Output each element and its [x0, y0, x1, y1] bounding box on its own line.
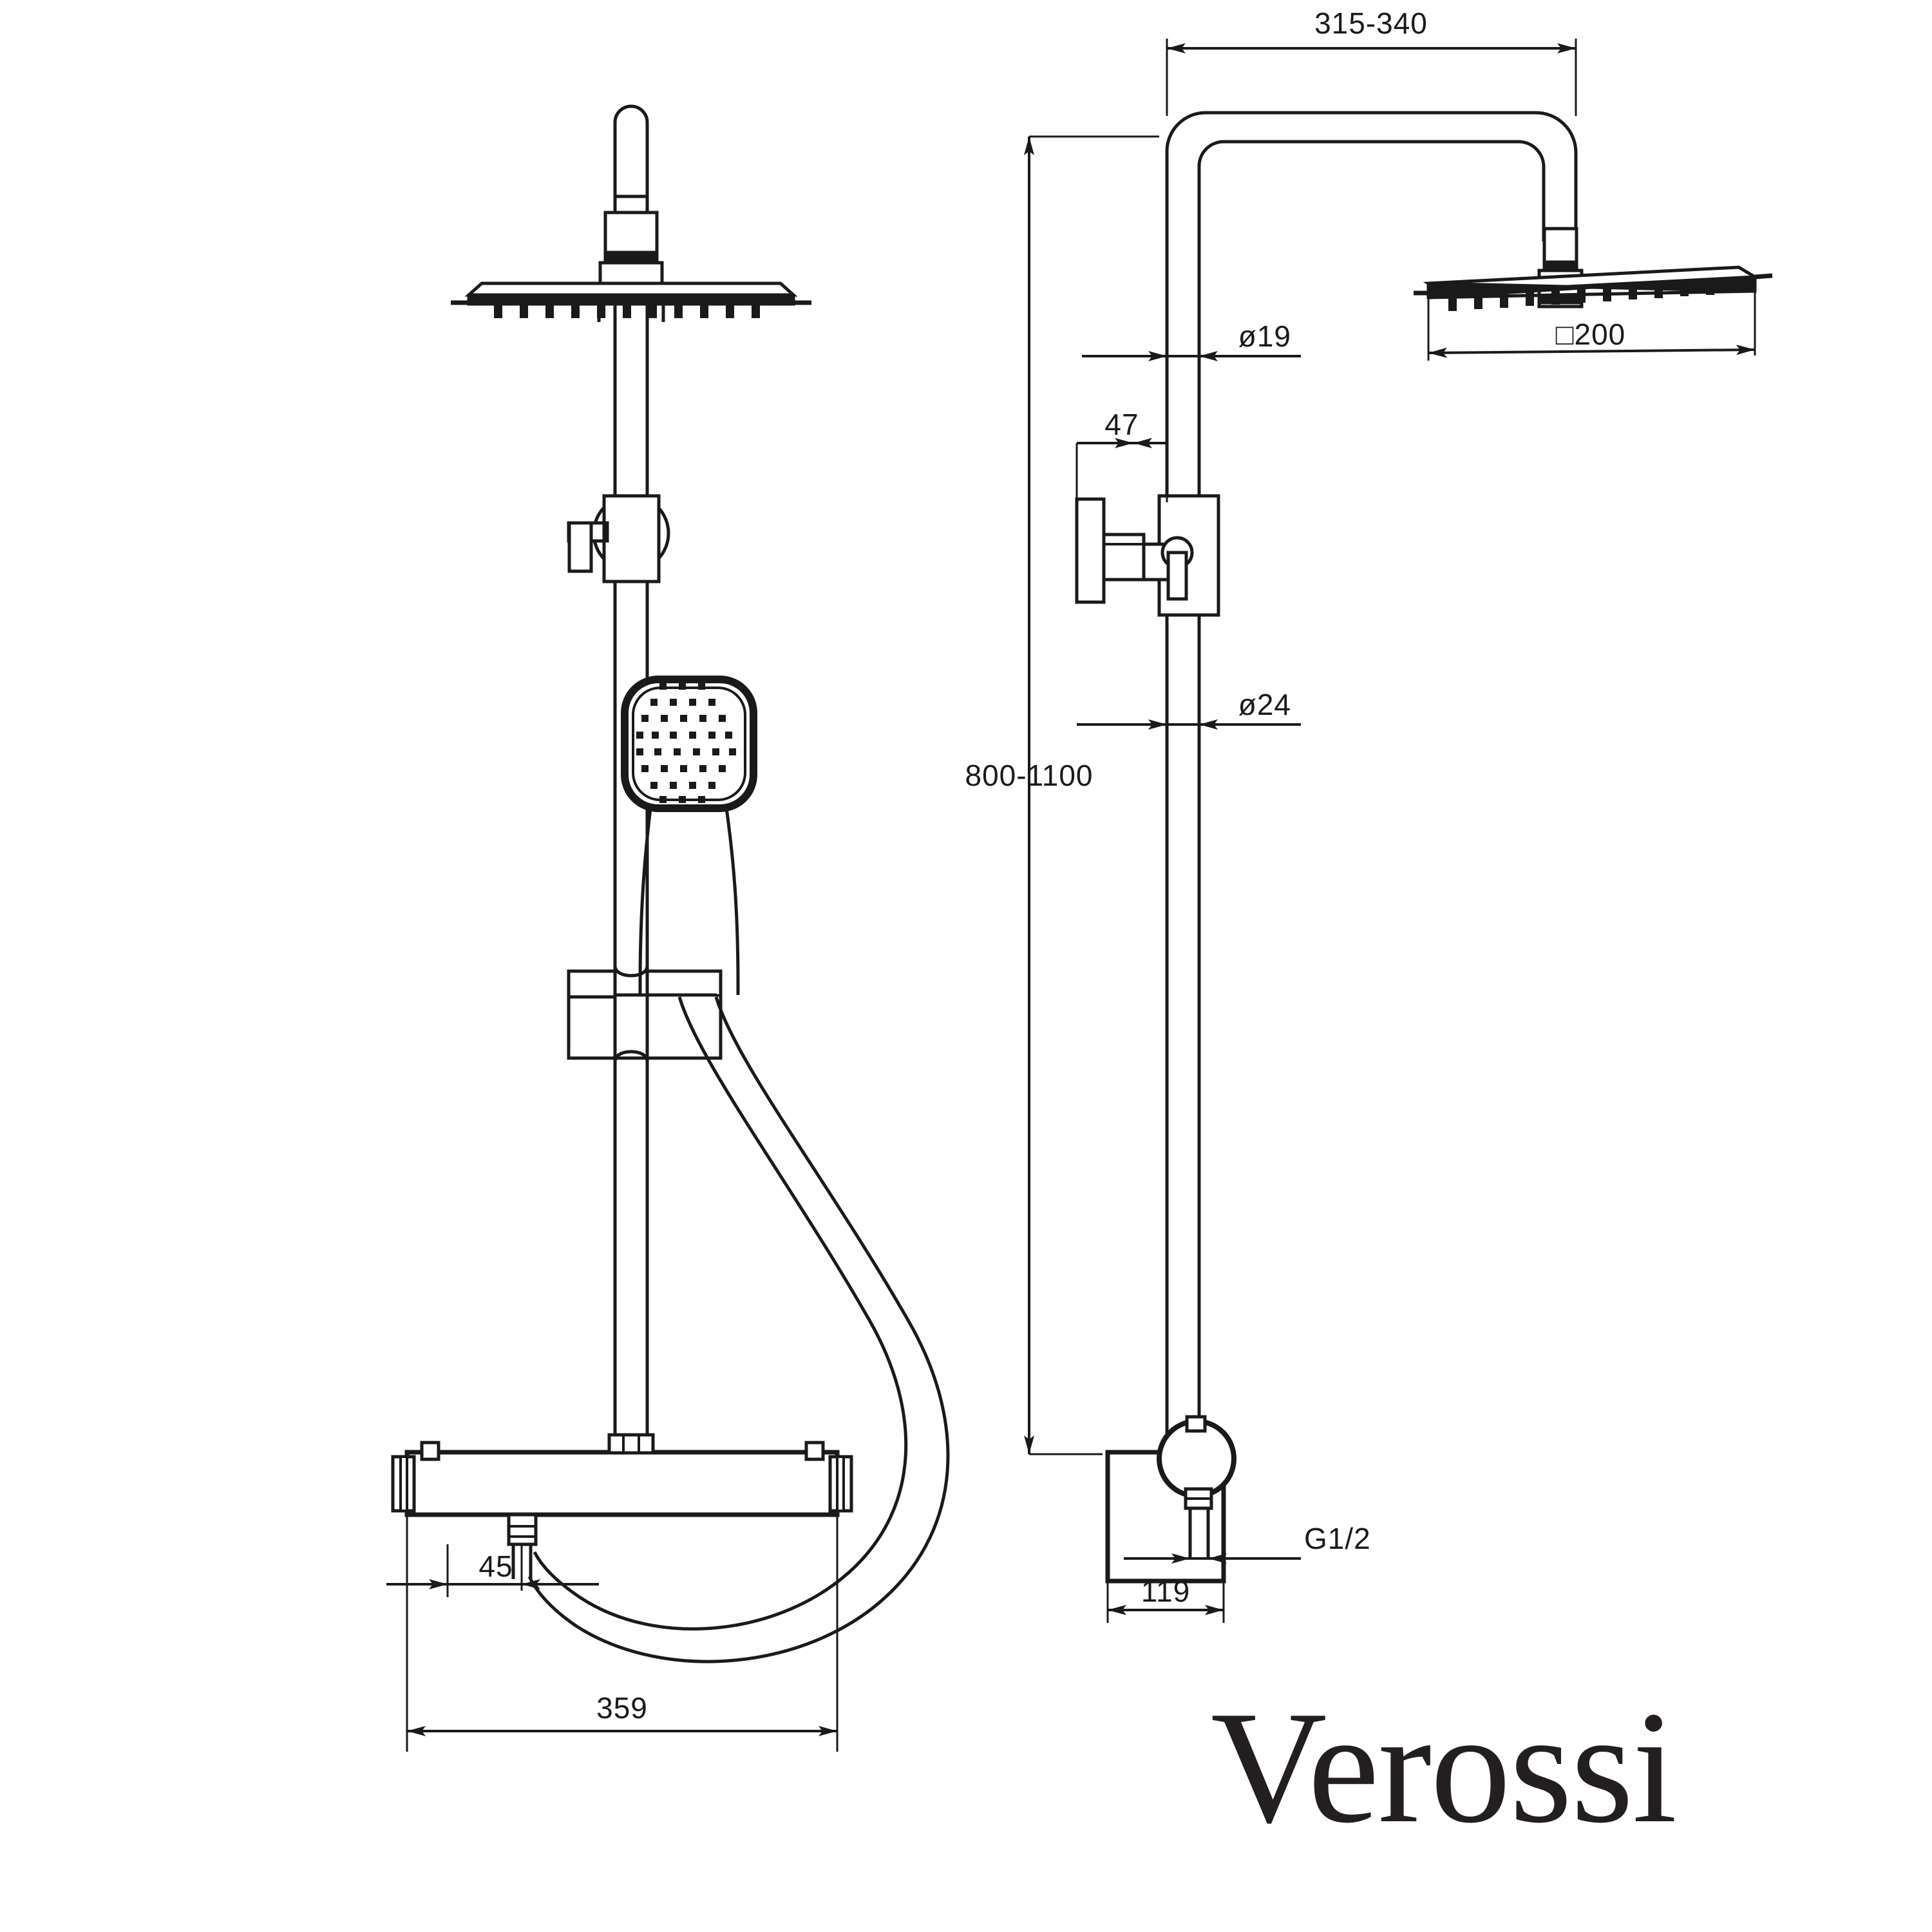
dim-outlet-thread: G1/2 — [1304, 1522, 1371, 1555]
shower-arm-stub — [613, 104, 649, 213]
riser-rail-slider-bracket — [567, 494, 670, 583]
dim-riser-pipe-dia: ø19 — [1238, 319, 1291, 353]
hand-shower-nozzles — [636, 683, 736, 803]
front-view-dimension-labels: 359 45 — [478, 1549, 647, 1725]
dim-lower-pipe-dia: ø24 — [1238, 688, 1291, 721]
side-view-dimension-lines — [1024, 39, 1756, 1623]
side-elevation-view: 315-340 800-1100 ø19 47 ø24 □200 G1/2 11… — [965, 6, 1773, 1623]
hand-shower — [621, 676, 757, 995]
thermostatic-valve-body-side — [1105, 1415, 1236, 1584]
shower-hose — [527, 996, 950, 1663]
dim-arm-reach: 315-340 — [1314, 6, 1428, 40]
dim-wall-bracket-projection: 47 — [1104, 408, 1139, 441]
gooseneck-shower-arm — [1165, 111, 1578, 303]
overhead-nozzle-row — [494, 304, 760, 318]
dim-head-square-size: □200 — [1556, 317, 1626, 351]
brand-logo: Verossi — [1211, 1678, 1677, 1857]
dim-valve-projection: 119 — [1141, 1575, 1190, 1608]
wall-bracket — [1075, 494, 1220, 617]
dim-overall-width: 359 — [596, 1691, 648, 1725]
front-elevation-view: 359 45 — [386, 104, 950, 1752]
dim-riser-height: 800-1100 — [965, 759, 1094, 792]
thermostatic-mixer-bar — [391, 1433, 853, 1579]
overhead-shower-head-side — [1414, 265, 1773, 311]
overhead-shower-head — [451, 281, 811, 322]
overhead-nozzle-row-side — [1448, 281, 1714, 311]
front-view-dimension-lines — [386, 1515, 838, 1752]
side-view-dimension-labels: 315-340 800-1100 ø19 47 ø24 □200 G1/2 11… — [965, 6, 1626, 1608]
dim-outlet-offset: 45 — [478, 1549, 513, 1583]
hand-shower-holder — [567, 965, 723, 1062]
riser-pipe-side — [1165, 303, 1201, 1452]
